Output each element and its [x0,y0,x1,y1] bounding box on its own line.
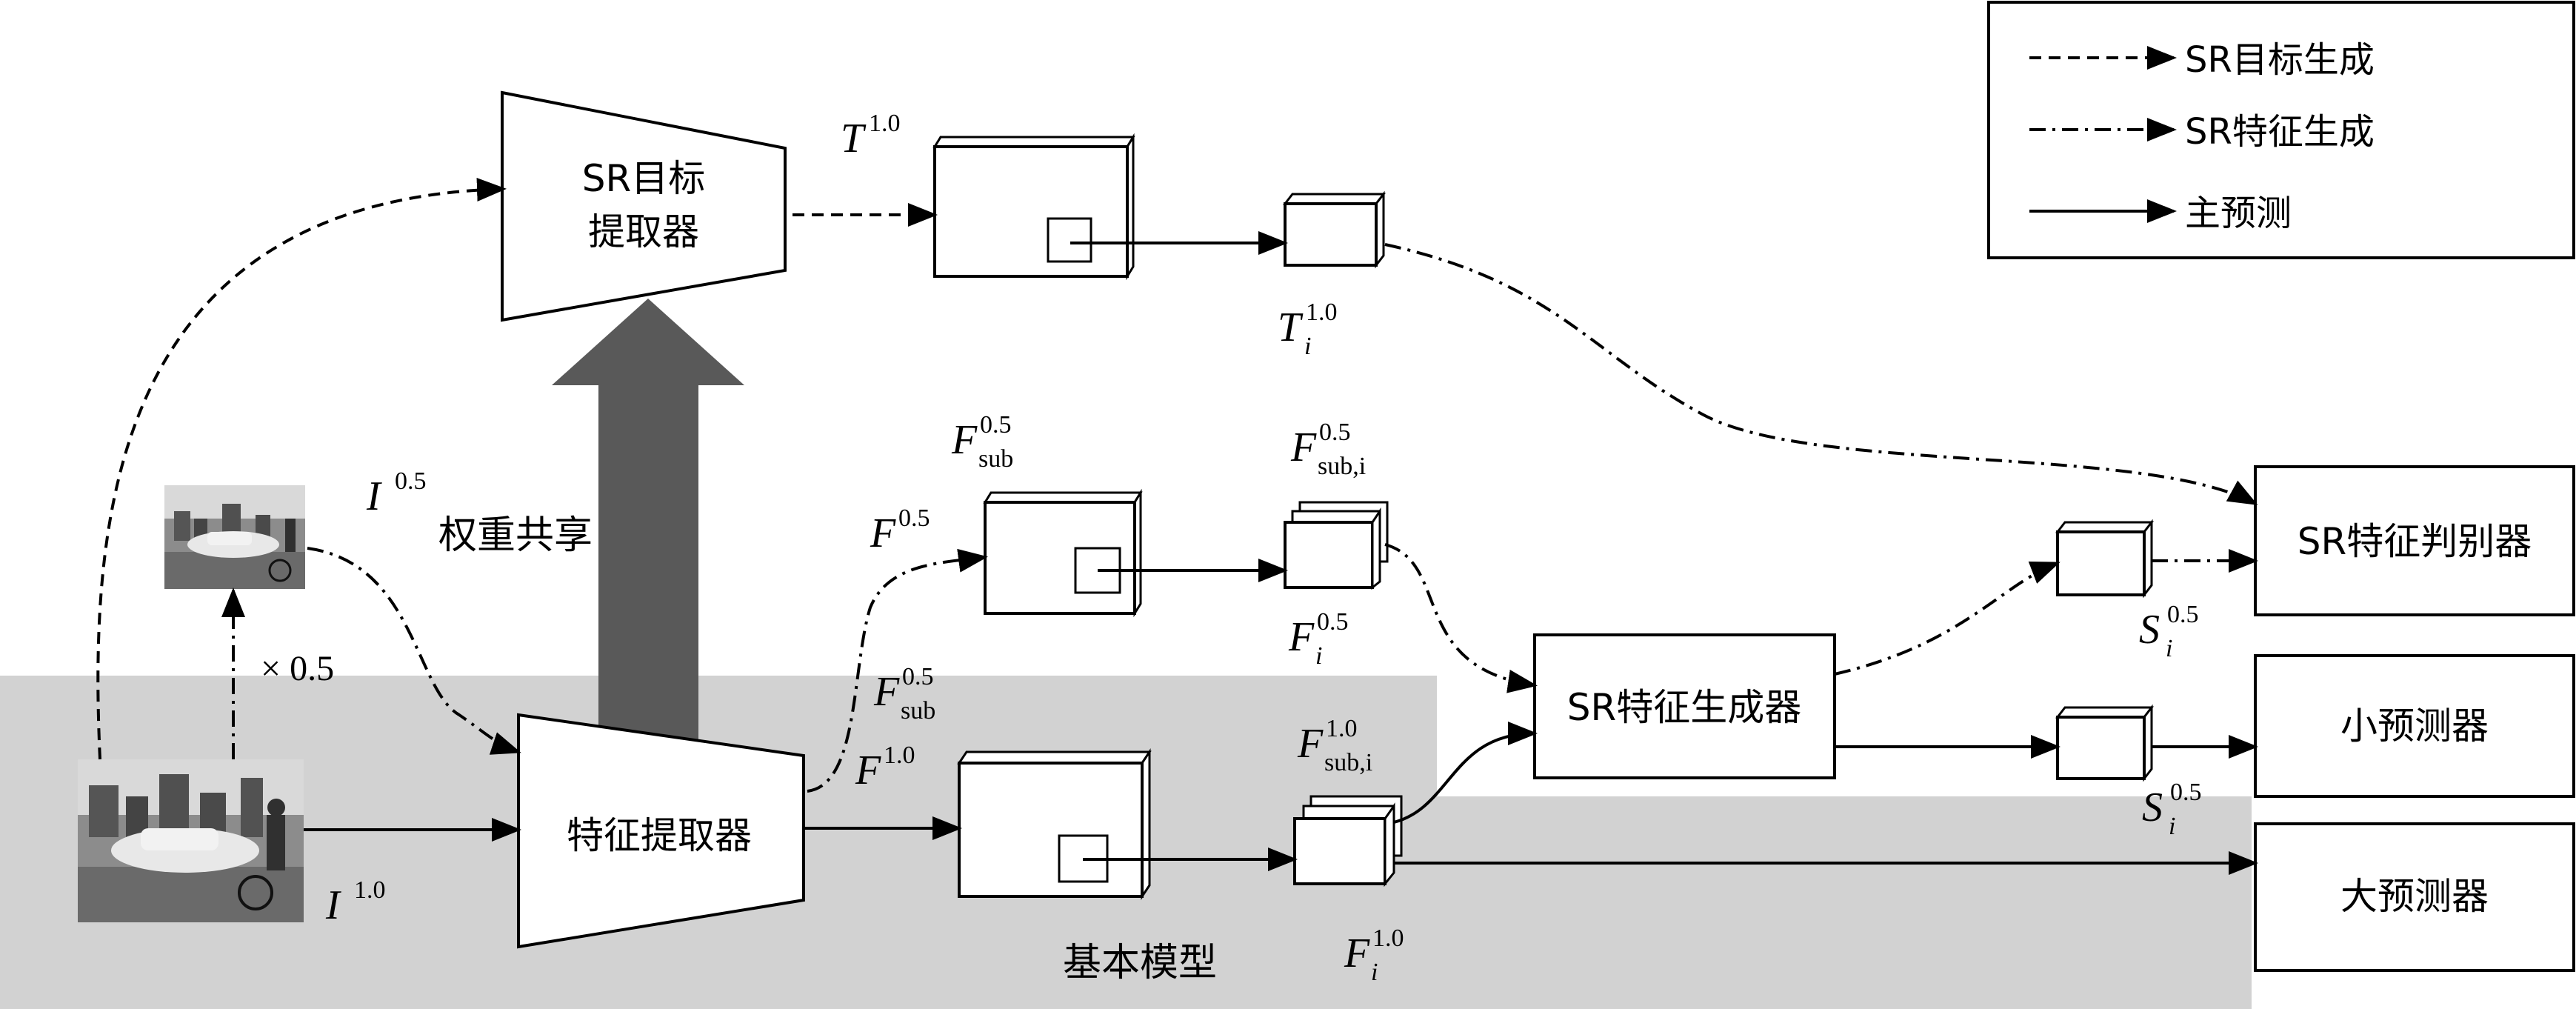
symbol-main: F [1290,424,1317,470]
symbol-superscript: 0.5 [395,467,427,495]
small-predictor-label: 小预测器 [2340,705,2489,747]
symbol-main: F [873,669,900,715]
symbol-main: F [870,510,896,556]
symbol-I-1.0: I 1.0 [325,876,386,928]
symbol-superscript: 1.0 [884,742,915,769]
sr-feature-cube-top [2055,519,2155,599]
symbol-S-i-0.5-top: S 0.5 i [2139,601,2199,662]
symbol-subscript: i [1315,642,1322,670]
symbol-superscript: 1.0 [1372,925,1404,952]
symbol-superscript: 0.5 [980,411,1012,439]
large-predictor-label: 大预测器 [2340,875,2489,918]
symbol-superscript: 0.5 [2167,601,2199,628]
symbol-superscript: 1.0 [869,110,901,137]
symbol-subscript: sub [901,697,935,725]
symbol-superscript: 0.5 [898,504,930,532]
symbol-subscript: i [1371,959,1378,986]
weight-sharing-label: 权重共享 [438,513,593,558]
dashdot-half-roi-to-generator [1384,543,1538,693]
symbol-main: F [951,417,978,463]
base-model-label: 基本模型 [1063,941,1217,985]
solid-full-roi-to-generator [1393,722,1538,824]
sr-target-extractor-line2: 提取器 [588,210,699,253]
legend-dashdot-label: SR特征生成 [2185,111,2375,153]
feature-extractor-label: 特征提取器 [567,814,752,857]
input-image-half [164,485,305,589]
symbol-main: I [325,882,341,928]
sr-feature-cube-bottom [2055,704,2155,782]
symbol-subscript: i [2166,635,2172,662]
symbol-main: I [366,473,382,519]
legend-dashed-label: SR目标生成 [2185,39,2375,81]
sr-target-extractor-line1: SR目标 [582,157,705,200]
symbol-superscript: 0.5 [1317,608,1349,636]
symbol-main: T [841,116,867,161]
target-roi-cube [1282,190,1387,269]
input-image-full [78,759,304,922]
symbol-subscript: i [1304,333,1311,360]
symbol-main: F [1297,721,1324,767]
feature-extractor: 特征提取器 [517,713,805,949]
target-feature-map [932,133,1135,281]
symbol-subscript: sub,i [1318,453,1366,480]
dashdot-target-roi-to-discriminator [1384,243,2258,505]
symbol-main: S [2139,607,2160,653]
symbol-subscript: i [2169,813,2175,840]
symbol-main: F [1288,614,1315,660]
legend: SR目标生成 SR特征生成 主预测 [1987,1,2575,259]
weight-sharing-arrow [552,299,744,741]
full-feature-map [957,748,1152,900]
dashdot-half-image-to-extractor [307,547,521,755]
dashdot-generator-to-sr-feature [1834,562,2061,676]
symbol-main: F [1344,930,1370,976]
small-predictor: 小预测器 [2254,654,2575,798]
sr-target-extractor: SR目标 提取器 [501,90,787,322]
symbol-S-i-0.5-low: S 0.5 i [2142,779,2202,840]
symbol-superscript: 0.5 [1319,419,1351,446]
symbol-superscript: 0.5 [2170,779,2202,806]
sr-feature-generator: SR特征生成器 [1533,633,1836,779]
sr-feature-generator-label: SR特征生成器 [1567,686,1801,729]
symbol-superscript: 0.5 [902,663,934,690]
symbol-subscript: sub [978,445,1013,473]
legend-solid-label: 主预测 [2185,193,2292,234]
sr-discriminator: SR特征判别器 [2254,465,2575,616]
sr-discriminator-label: SR特征判别器 [2298,520,2532,563]
large-predictor: 大预测器 [2254,822,2575,972]
scale-label: × 0.5 [261,649,334,688]
symbol-main: T [1278,304,1304,350]
dashdot-extractor-to-half-feature [807,548,988,793]
symbol-subscript: sub,i [1324,749,1372,776]
half-roi-cube [1284,501,1389,590]
symbol-main: S [2142,785,2163,830]
symbol-superscript: 1.0 [1326,715,1358,742]
full-roi-cube [1293,795,1403,888]
symbol-main: F [855,747,881,793]
symbol-I-0.5: I 0.5 [366,467,427,519]
symbol-superscript: 1.0 [354,876,386,904]
half-feature-map [983,488,1143,618]
symbol-superscript: 1.0 [1306,299,1338,326]
